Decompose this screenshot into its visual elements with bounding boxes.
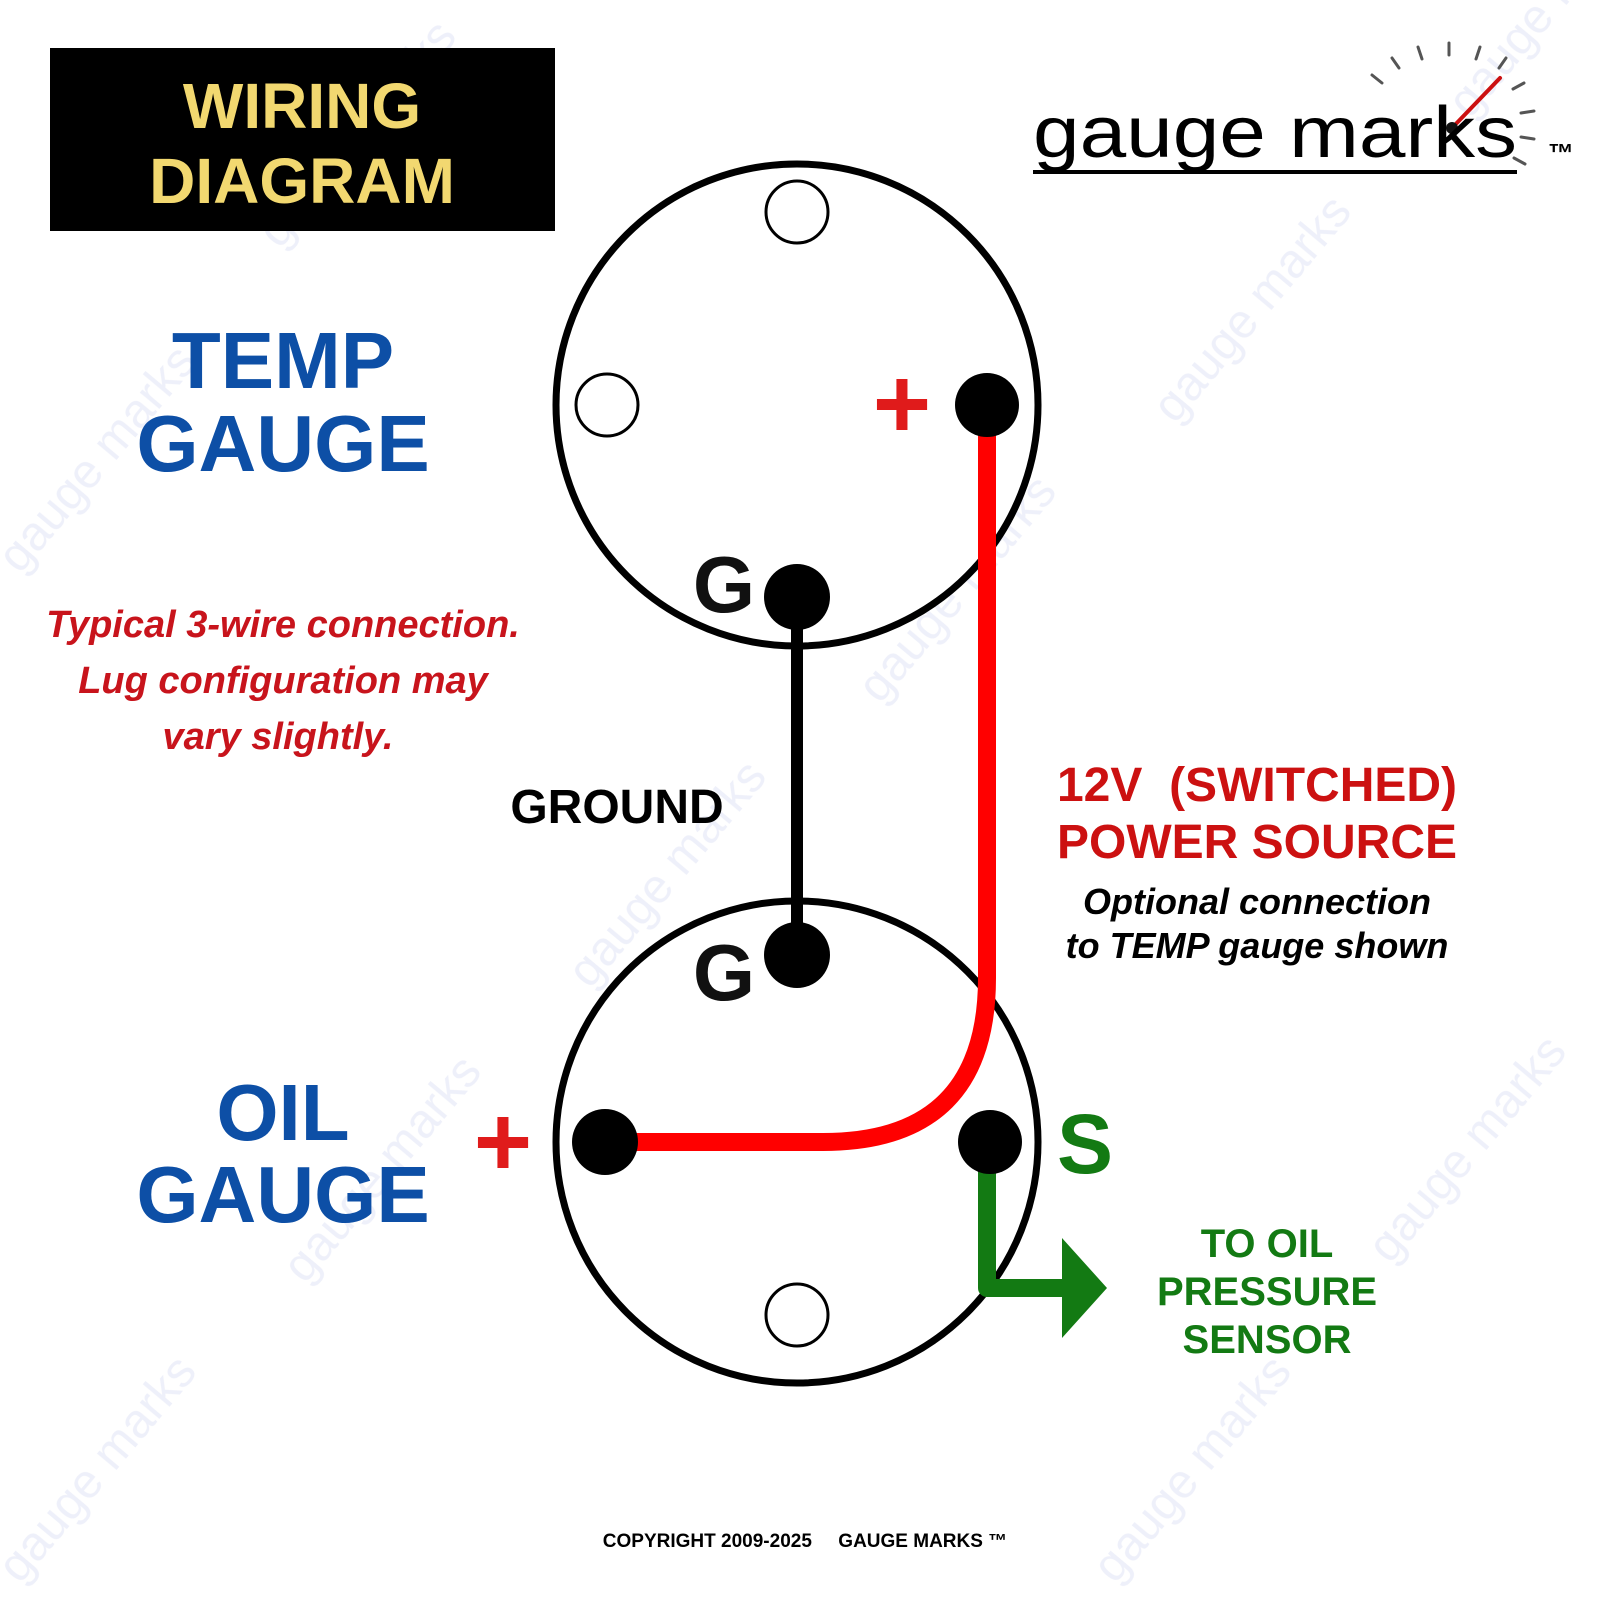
copyright: COPYRIGHT 2009-2025 GAUGE MARKS ™ [603,1531,1007,1552]
title-line-1: WIRING [183,70,421,142]
terminals [572,373,1022,1175]
lug-note-line-3: vary slightly. [163,716,394,758]
oil-plus-terminal [572,1109,638,1175]
lug-note-line-2: Lug configuration may [78,660,489,702]
sensor-label-line-2: PRESSURE [1157,1270,1377,1314]
temp-gauge-label: TEMP GAUGE [136,316,429,488]
logo: gauge marks ™ [1033,41,1574,174]
watermark-text: gauge marks [0,1345,207,1592]
power-note-line-1: Optional connection [1083,881,1431,922]
sensor-wire [978,1133,1076,1297]
lug-note: Typical 3-wire connection. Lug configura… [46,604,520,758]
watermark-text: gauge marks [1083,1345,1302,1592]
logo-text: gauge marks [1033,93,1517,173]
sensor-label-line-1: TO OIL [1201,1222,1334,1266]
logo-trademark: ™ [1548,138,1574,168]
oil-gauge-label-line-2: GAUGE [136,1150,429,1239]
watermark-text: gauge marks [1143,185,1362,432]
temp-ground-terminal [764,564,830,630]
sensor-label: TO OIL PRESSURE SENSOR [1157,1222,1377,1362]
sensor-arrow-icon [1062,1238,1107,1338]
gauge-needle-icon [1370,41,1536,166]
oil-plus-label: + [474,1086,532,1198]
power-label-line-2: POWER SOURCE [1057,816,1457,869]
oil-gauge-label: OIL GAUGE [136,1068,429,1239]
temp-plus-terminal [955,373,1019,437]
title-background [50,48,555,231]
oil-gauge-label-line-1: OIL [216,1068,349,1157]
sensor-label-line-3: SENSOR [1183,1318,1352,1362]
power-label-line-1: 12V (SWITCHED) [1057,759,1457,812]
temp-gauge-label-line-1: TEMP [172,316,394,405]
ground-wire-label: GROUND [510,781,723,834]
oil-gauge-mount-hole [764,1282,830,1348]
watermark-text: gauge marks [1358,1025,1577,1272]
oil-ground-terminal [764,922,830,988]
title-block: WIRING DIAGRAM [50,48,555,231]
power-wire [598,403,996,1151]
temp-plus-label: + [873,348,931,460]
wires [598,403,1107,1338]
temp-gauge-mount-hole [574,372,640,438]
temp-ground-label: G [693,540,755,629]
title-line-2: DIAGRAM [149,145,455,217]
logo-needle [1450,76,1502,130]
power-note-line-2: to TEMP gauge shown [1066,925,1449,966]
temp-gauge-label-line-2: GAUGE [136,399,429,488]
power-source-label: 12V (SWITCHED) POWER SOURCE Optional con… [1057,759,1457,966]
terminal-labels: + G G + S [474,348,1113,1198]
oil-sender-label: S [1057,1097,1113,1191]
temp-gauge-mount-hole [764,179,830,245]
oil-sender-terminal [958,1110,1022,1174]
lug-note-line-1: Typical 3-wire connection. [46,604,520,646]
oil-ground-label: G [693,928,755,1017]
